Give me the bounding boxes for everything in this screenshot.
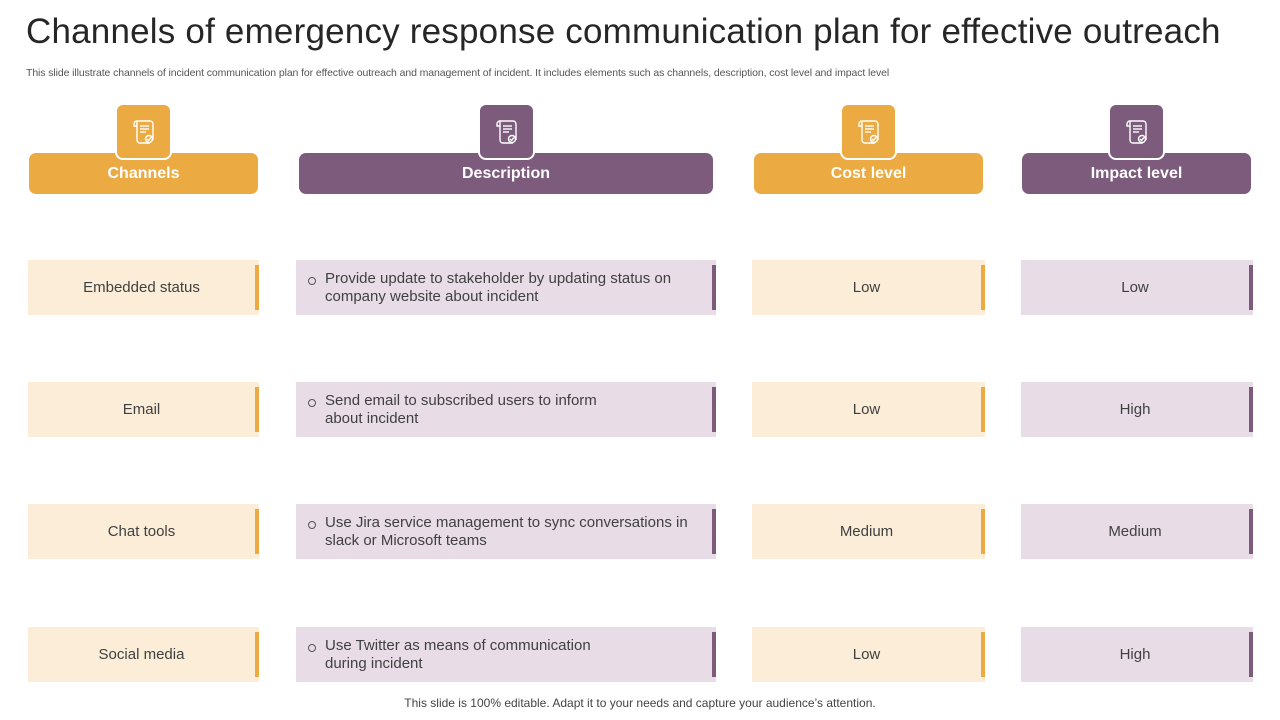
header-cost: Cost level xyxy=(754,153,983,194)
cost-cell: Medium xyxy=(752,504,985,559)
channel-label: Embedded status xyxy=(83,279,200,296)
channel-label: Email xyxy=(122,401,161,418)
document-scroll-icon xyxy=(1108,103,1165,160)
header-impact: Impact level xyxy=(1022,153,1251,194)
bullet-icon xyxy=(308,644,316,652)
description-text: Use Jira service management to sync conv… xyxy=(325,513,688,549)
channel-label: Chat tools xyxy=(107,523,176,540)
bullet-icon xyxy=(308,399,316,407)
impact-value: Low xyxy=(1121,279,1149,296)
bullet-icon xyxy=(308,277,316,285)
header-description: Description xyxy=(299,153,713,194)
cost-value: Low xyxy=(852,279,881,296)
description-cell: Send email to subscribed users to inform… xyxy=(296,382,716,437)
document-scroll-icon xyxy=(115,103,172,160)
page-title: Channels of emergency response communica… xyxy=(26,12,1221,51)
cost-value: Medium xyxy=(839,523,894,540)
impact-value: High xyxy=(1119,401,1151,418)
description-text: Provide update to stakeholder by updatin… xyxy=(325,269,672,305)
description-cell: Use Jira service management to sync conv… xyxy=(296,504,716,559)
channel-cell: Email xyxy=(28,382,259,437)
impact-cell: High xyxy=(1021,382,1253,437)
impact-cell: Medium xyxy=(1021,504,1253,559)
cost-cell: Low xyxy=(752,382,985,437)
cost-value: Low xyxy=(852,646,881,663)
description-text: Send email to subscribed users to inform… xyxy=(325,391,597,427)
channel-cell: Social media xyxy=(28,627,259,682)
impact-cell: Low xyxy=(1021,260,1253,315)
bullet-icon xyxy=(308,521,316,529)
description-cell: Use Twitter as means of communication du… xyxy=(296,627,716,682)
impact-value: Medium xyxy=(1108,523,1162,540)
document-scroll-icon xyxy=(840,103,897,160)
impact-value: High xyxy=(1119,646,1151,663)
cost-cell: Low xyxy=(752,260,985,315)
document-scroll-icon xyxy=(478,103,535,160)
channel-cell: Embedded status xyxy=(28,260,259,315)
page-subtitle: This slide illustrate channels of incide… xyxy=(26,67,890,79)
cost-value: Low xyxy=(852,401,881,418)
description-cell: Provide update to stakeholder by updatin… xyxy=(296,260,716,315)
impact-cell: High xyxy=(1021,627,1253,682)
description-text: Use Twitter as means of communication du… xyxy=(325,636,591,672)
channel-cell: Chat tools xyxy=(28,504,259,559)
cost-cell: Low xyxy=(752,627,985,682)
channel-label: Social media xyxy=(98,646,185,663)
footer-note: This slide is 100% editable. Adapt it to… xyxy=(404,696,876,710)
